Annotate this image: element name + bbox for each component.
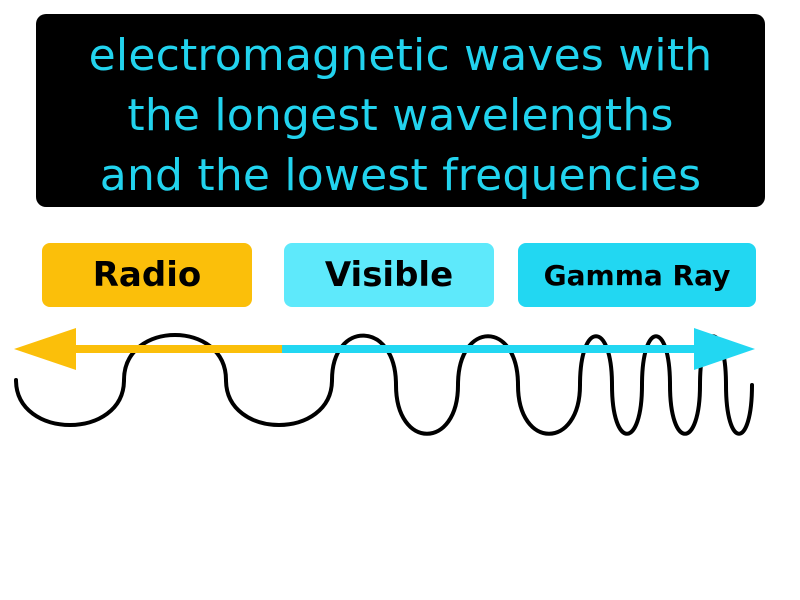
radio-label: Radio bbox=[42, 243, 252, 307]
right-arrowhead bbox=[694, 328, 755, 370]
definition-line-2: the longest wavelengths bbox=[127, 90, 674, 141]
gamma-ray-label: Gamma Ray bbox=[518, 243, 756, 307]
definition-line-1: electromagnetic waves with bbox=[88, 30, 713, 81]
left-arrowhead bbox=[14, 328, 76, 370]
definition-line-3: and the lowest frequencies bbox=[99, 150, 702, 201]
definition-box: electromagnetic waves with the longest w… bbox=[36, 14, 765, 207]
electromagnetic-wave bbox=[14, 333, 754, 436]
visible-label: Visible bbox=[284, 243, 494, 307]
